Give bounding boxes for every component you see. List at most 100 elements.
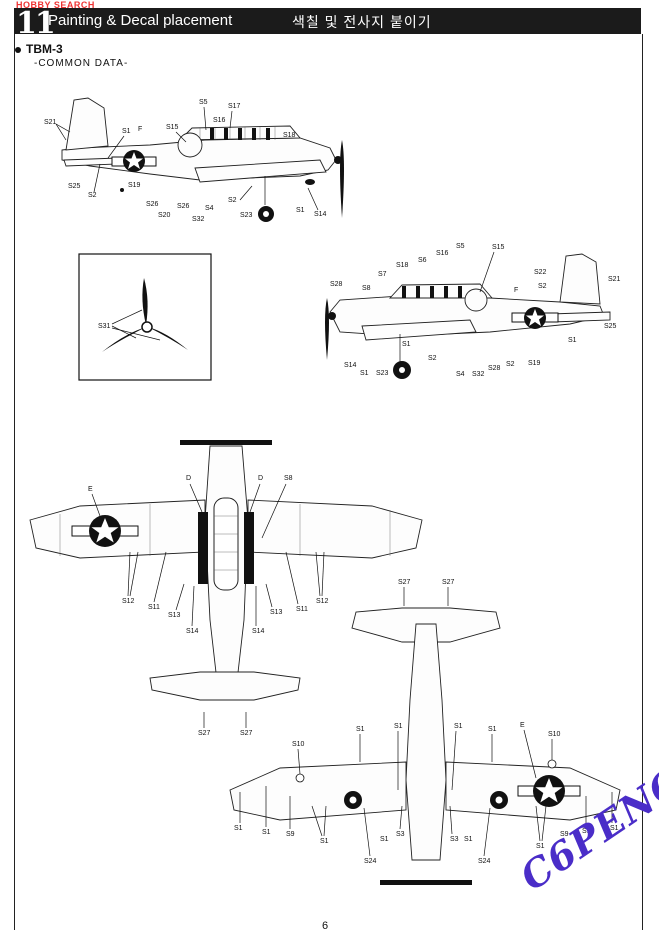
callout-label: S2 — [88, 192, 97, 199]
callout-label: S1 — [582, 828, 591, 835]
bullet-icon — [15, 47, 21, 53]
callout-label: S1 — [360, 370, 369, 377]
callout-label: F — [138, 126, 142, 133]
callout-label: S2 — [538, 283, 547, 290]
callout-label: S2 — [506, 361, 515, 368]
callout-label: S22 — [534, 269, 547, 276]
callout-label: S16 — [213, 117, 226, 124]
step-title-english: Painting & Decal placement — [48, 12, 233, 29]
callout-label: S12 — [316, 598, 329, 605]
callout-label: S1 — [296, 207, 305, 214]
callout-label: S1 — [380, 836, 389, 843]
callout-label: S20 — [158, 212, 171, 219]
page-frame — [14, 34, 643, 930]
callout-label: S7 — [378, 271, 387, 278]
callout-label: S4 — [456, 371, 465, 378]
callout-label: S25 — [604, 323, 617, 330]
callout-label: S13 — [270, 609, 283, 616]
callout-label: S25 — [68, 183, 81, 190]
callout-label: S3 — [396, 831, 405, 838]
callout-label: S8 — [362, 285, 371, 292]
callout-label: S14 — [186, 628, 199, 635]
callout-label: S1 — [488, 726, 497, 733]
callout-label: S15 — [166, 124, 179, 131]
callout-label: S5 — [456, 243, 465, 250]
hobby-search-watermark: HOBBY SEARCH — [16, 0, 95, 10]
callout-label: S1 — [464, 836, 473, 843]
callout-label: S28 — [488, 365, 501, 372]
callout-label: S14 — [344, 362, 357, 369]
callout-label: S10 — [548, 731, 561, 738]
callout-label: S11 — [148, 604, 160, 611]
callout-label: S27 — [198, 730, 211, 737]
callout-label: S1 — [234, 825, 243, 832]
callout-label: S26 — [177, 203, 190, 210]
callout-label: S14 — [314, 211, 327, 218]
bottom-view-callouts: S27 S27 S1 S1 S1 S1 S10 E S10 S1 S1 S9 S… — [234, 579, 619, 865]
callout-label: S27 — [398, 579, 411, 586]
callout-label: S19 — [128, 182, 141, 189]
callout-label: E — [88, 486, 93, 493]
callout-label: S1 — [262, 829, 271, 836]
callout-label: S31 — [98, 323, 111, 330]
callout-label: S21 — [608, 276, 621, 283]
callout-label: S10 — [292, 741, 305, 748]
callout-label: S32 — [472, 371, 485, 378]
callout-label: S9 — [560, 831, 569, 838]
callout-label: S13 — [168, 612, 181, 619]
callout-label: S19 — [528, 360, 541, 367]
callout-label: S5 — [199, 99, 208, 106]
callout-label: S27 — [240, 730, 253, 737]
callout-label: S16 — [436, 250, 449, 257]
callout-label: D — [186, 475, 191, 482]
model-name: TBM-3 — [26, 42, 63, 56]
propeller-detail-box: S31 — [78, 253, 212, 381]
callout-label: E — [520, 722, 525, 729]
callout-label: D — [258, 475, 263, 482]
callout-label: S1 — [356, 726, 365, 733]
callout-label: S27 — [442, 579, 455, 586]
callout-label: S3 — [450, 836, 459, 843]
callout-label: S24 — [478, 858, 491, 865]
callout-label: S1 — [536, 843, 545, 850]
callout-label: S15 — [492, 244, 505, 251]
bottom-view — [229, 607, 621, 885]
model-subtitle: -COMMON DATA- — [34, 58, 129, 69]
callout-label: S24 — [364, 858, 377, 865]
callout-label: S21 — [44, 119, 57, 126]
top-view — [29, 440, 423, 701]
top-view-callouts: E D D S8 S12 S11 S13 S14 S14 S13 S11 S12… — [88, 475, 329, 737]
callout-label: S18 — [283, 132, 296, 139]
step-number: 11 — [16, 6, 56, 41]
callout-label: S1 — [568, 337, 577, 344]
callout-label: S23 — [240, 212, 253, 219]
callout-label: S4 — [205, 205, 214, 212]
callout-label: S2 — [428, 355, 437, 362]
callout-label: S17 — [228, 103, 241, 110]
callout-label: S9 — [286, 831, 295, 838]
callout-label: S11 — [296, 606, 308, 613]
callout-label: S2 — [228, 197, 237, 204]
step-header: 11 Painting & Decal placement 색칠 및 전사지 붙… — [14, 6, 641, 41]
callout-label: S12 — [122, 598, 135, 605]
callout-label: S26 — [146, 201, 159, 208]
callout-label: F — [514, 287, 518, 294]
callout-label: S32 — [192, 216, 205, 223]
callout-label: S8 — [284, 475, 293, 482]
callout-label: S23 — [376, 370, 389, 377]
side-view-right-callouts: S28 S8 S7 S18 S6 S16 S5 S15 S22 S21 S2 F… — [330, 243, 621, 378]
side-view-right — [325, 253, 611, 379]
callout-label: S1 — [394, 723, 403, 730]
callout-label: S1 — [402, 341, 411, 348]
callout-label: S1 — [122, 128, 131, 135]
callout-label: S14 — [252, 628, 265, 635]
step-title-korean: 색칠 및 전사지 붙이기 — [292, 14, 432, 30]
page-number: 6 — [322, 920, 329, 932]
callout-label: S1 — [610, 825, 619, 832]
callout-label: S28 — [330, 281, 343, 288]
callout-label: S18 — [396, 262, 409, 269]
callout-label: S1 — [454, 723, 463, 730]
callout-label: S6 — [418, 257, 427, 264]
side-view-left-callouts: S21 S1 F S15 S5 S16 S17 S18 S25 S2 S19 S… — [44, 99, 327, 223]
